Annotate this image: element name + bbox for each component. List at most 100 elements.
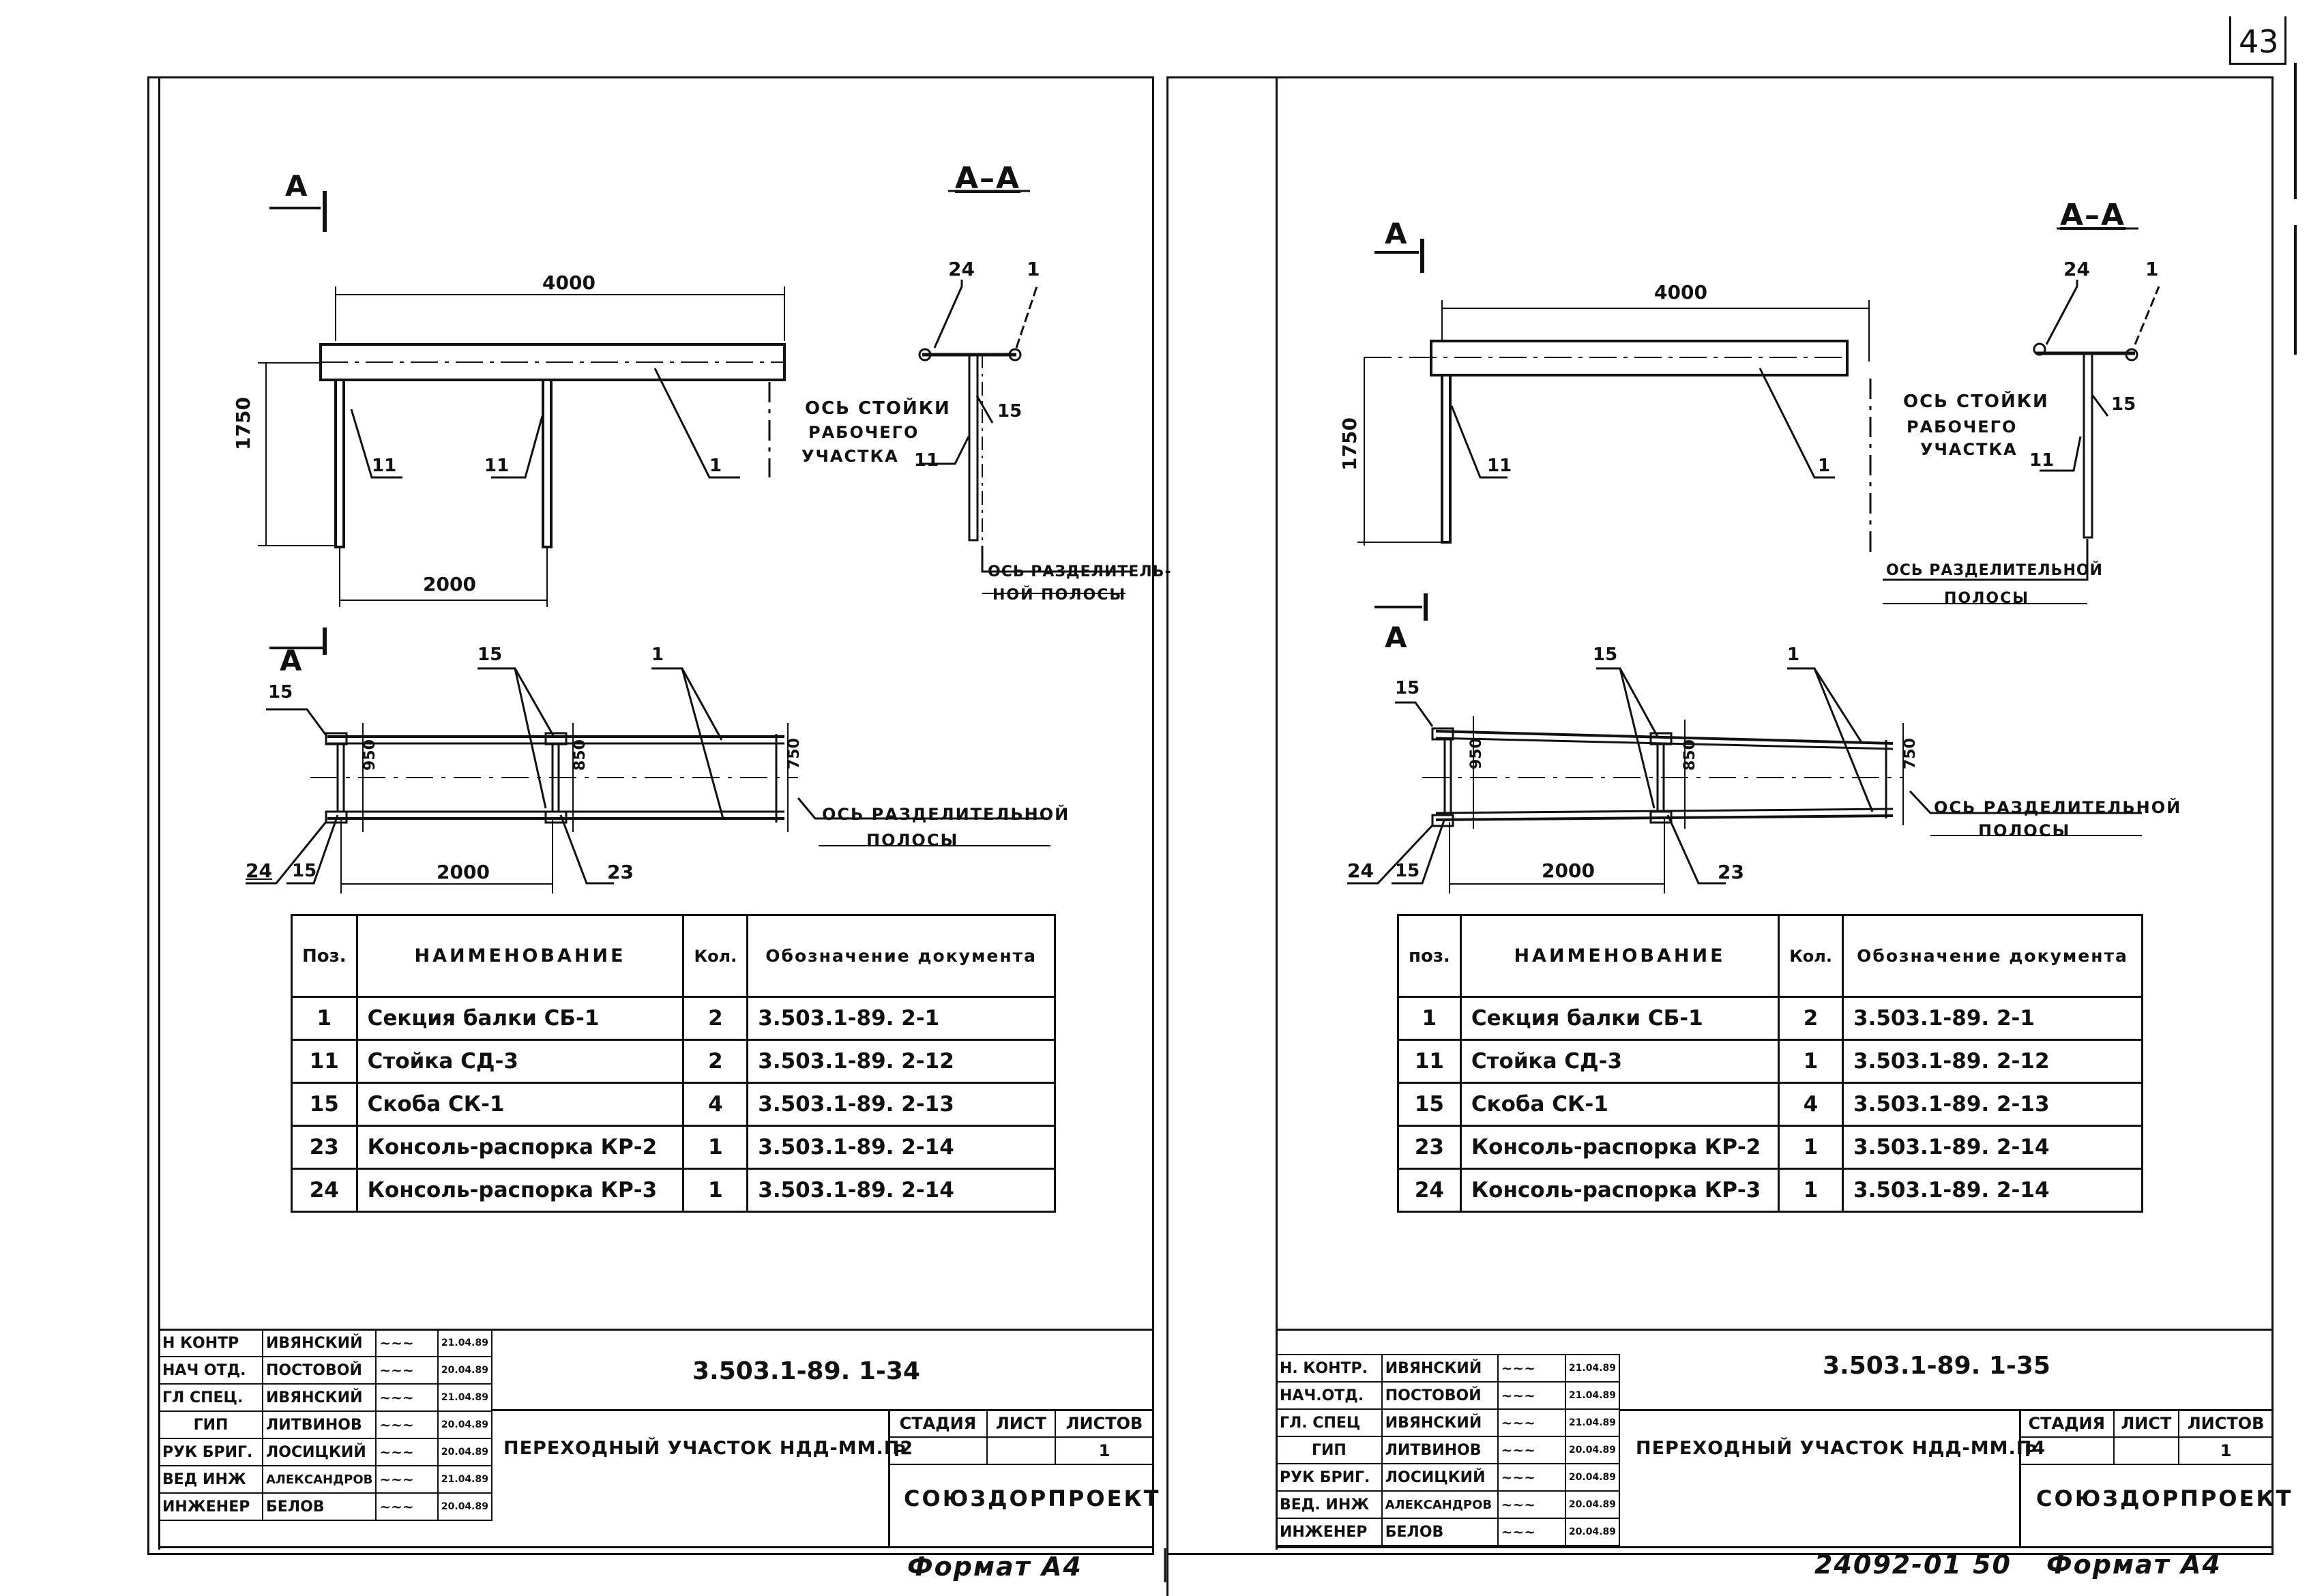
- left-section-mark-bottom: А: [280, 644, 304, 677]
- sig-name: ИВЯНСКИЙ: [1381, 1354, 1499, 1383]
- cell-name: Консоль-распорка КР-3: [1459, 1168, 1780, 1213]
- right-mark-11a: 11: [1487, 456, 1512, 476]
- sig-date: 20.04.89: [1564, 1463, 1621, 1492]
- cell-pos: 23: [1397, 1125, 1462, 1170]
- left-plan-mark-15b: 15: [477, 645, 503, 665]
- table-row: 11 Стойка СД-3 1 3.503.1-89. 2-12: [1397, 1039, 2143, 1084]
- right-mark-1-elev: 1: [1818, 456, 1831, 476]
- sheet-right-edge: [2294, 63, 2297, 199]
- sig-date: 21.04.89: [1564, 1381, 1621, 1410]
- left-plan-w2: 850: [572, 739, 589, 771]
- sig-role: ВЕД ИНЖ: [158, 1465, 263, 1494]
- right-elevation: [1357, 239, 1872, 621]
- cell-pos: 24: [291, 1168, 358, 1213]
- table-header-row: поз. НАИМЕНОВАНИЕ Кол. Обозначение докум…: [1397, 914, 2143, 998]
- cell-doc: 3.503.1-89. 2-13: [1842, 1082, 2143, 1127]
- left-note-post-axis-2: РАБОЧЕГО: [808, 423, 920, 442]
- cell-doc: 3.503.1-89. 2-1: [1842, 996, 2143, 1041]
- sig-name: БЕЛОВ: [1381, 1518, 1499, 1546]
- right-dim-height: 1750: [1338, 417, 1361, 471]
- sig-date: 20.04.89: [437, 1438, 493, 1466]
- left-dim-span: 4000: [542, 271, 595, 294]
- sig-signature: ~~~: [375, 1438, 439, 1466]
- table-row: 15 Скоба СК-1 4 3.503.1-89. 2-13: [291, 1082, 1056, 1127]
- cell-name: Секция балки СБ-1: [1459, 996, 1780, 1041]
- cell-qty: 2: [682, 1039, 749, 1084]
- right-doc-code: 3.503.1-89. 1-35: [1823, 1352, 2050, 1380]
- left-plan: [246, 667, 1050, 893]
- sig-name: ЛОСИЦКИЙ: [1381, 1463, 1499, 1492]
- stage-value: Р: [888, 1436, 988, 1465]
- left-post-1: [334, 379, 345, 548]
- table-row: 15 Скоба СК-1 4 3.503.1-89. 2-13: [1397, 1082, 2143, 1127]
- sig-date: 21.04.89: [1564, 1354, 1621, 1383]
- left-plan-axis-2: ПОЛОСЫ: [866, 831, 959, 850]
- right-spec-table: поз. НАИМЕНОВАНИЕ Кол. Обозначение докум…: [1397, 914, 2143, 1213]
- right-note-div-axis: ОСЬ РАЗДЕЛИТЕЛЬНОЙ: [1886, 562, 2103, 579]
- sig-signature: ~~~: [1497, 1463, 1566, 1492]
- sig-role: РУК БРИГ.: [158, 1438, 263, 1466]
- sig-signature: ~~~: [1497, 1354, 1566, 1383]
- sig-name: ЛИТВИНОВ: [261, 1410, 377, 1439]
- sig-date: 21.04.89: [1564, 1408, 1621, 1437]
- col-qty: Кол.: [1778, 914, 1844, 998]
- sig-role: ГЛ СПЕЦ.: [158, 1383, 263, 1412]
- cell-doc: 3.503.1-89. 2-14: [746, 1125, 1056, 1170]
- left-plan-w1: 950: [362, 739, 379, 771]
- sheet-value: [986, 1436, 1056, 1465]
- sig-signature: ~~~: [375, 1383, 439, 1412]
- left-plan-w3: 750: [786, 738, 803, 769]
- cell-doc: 3.503.1-89. 2-12: [1842, 1039, 2143, 1084]
- stage-value: Р: [2019, 1436, 2115, 1465]
- right-plan-mark-24: 24: [1347, 859, 1374, 882]
- sig-name: ПОСТОВОЙ: [1381, 1381, 1499, 1410]
- sheet-header-cell: ЛИСТ: [986, 1409, 1056, 1438]
- left-plan-mark-23: 23: [607, 861, 634, 883]
- cell-name: Стойка СД-3: [1459, 1039, 1780, 1084]
- right-plan-mark-23: 23: [1718, 861, 1744, 883]
- col-doc: Обозначение документа: [1842, 914, 2143, 998]
- left-note-post-axis-3: УЧАСТКА: [801, 447, 899, 466]
- left-mark-1-elev: 1: [709, 456, 722, 476]
- left-plan-mark-15a: 15: [268, 682, 293, 703]
- sheet-right-edge-2: [2294, 225, 2297, 355]
- sig-role: РУК БРИГ.: [1276, 1463, 1383, 1492]
- right-plan-mark-15c: 15: [1395, 861, 1420, 881]
- left-post-2: [542, 379, 553, 548]
- col-name: НАИМЕНОВАНИЕ: [355, 914, 685, 998]
- sig-signature: ~~~: [375, 1356, 439, 1385]
- right-section-mark-top: А: [1385, 217, 1409, 250]
- right-mark-24: 24: [2063, 258, 2090, 280]
- right-plan-axis: ОСЬ РАЗДЕЛИТЕЛЬНОЙ: [1934, 798, 2182, 817]
- sig-name: ИВЯНСКИЙ: [261, 1329, 377, 1357]
- cell-doc: 3.503.1-89. 2-14: [1842, 1168, 2143, 1213]
- left-plan-mark-24: 24: [246, 859, 272, 882]
- cell-name: Скоба СК-1: [355, 1082, 685, 1127]
- col-name: НАИМЕНОВАНИЕ: [1459, 914, 1780, 998]
- right-dim-span: 4000: [1654, 281, 1707, 304]
- left-mark-11-sec: 11: [914, 450, 939, 471]
- sig-row: РУК БРИГ.ЛОСИЦКИЙ~~~20.04.89: [1276, 1463, 1621, 1492]
- inner-border-right: [1276, 76, 1278, 1550]
- right-plan-mark-15b: 15: [1593, 645, 1618, 665]
- stage-header-cell: СТАДИЯ: [2019, 1409, 2115, 1438]
- sig-name: ЛОСИЦКИЙ: [261, 1438, 377, 1466]
- left-dim-height: 1750: [232, 397, 254, 450]
- sig-name: ИВЯНСКИЙ: [1381, 1408, 1499, 1437]
- page-number-box: [2229, 16, 2286, 65]
- left-plan-mark-15c: 15: [292, 861, 317, 881]
- right-plan-w2: 850: [1681, 739, 1698, 771]
- sig-role: ГЛ. СПЕЦ: [1276, 1408, 1383, 1437]
- sig-row: ГЛ СПЕЦ.ИВЯНСКИЙ~~~21.04.89: [158, 1383, 493, 1412]
- right-post-1: [1441, 374, 1452, 544]
- sig-name: ПОСТОВОЙ: [261, 1356, 377, 1385]
- sig-date: 21.04.89: [437, 1329, 493, 1357]
- cell-qty: 1: [1778, 1125, 1844, 1170]
- right-plan-spacing: 2000: [1542, 859, 1595, 882]
